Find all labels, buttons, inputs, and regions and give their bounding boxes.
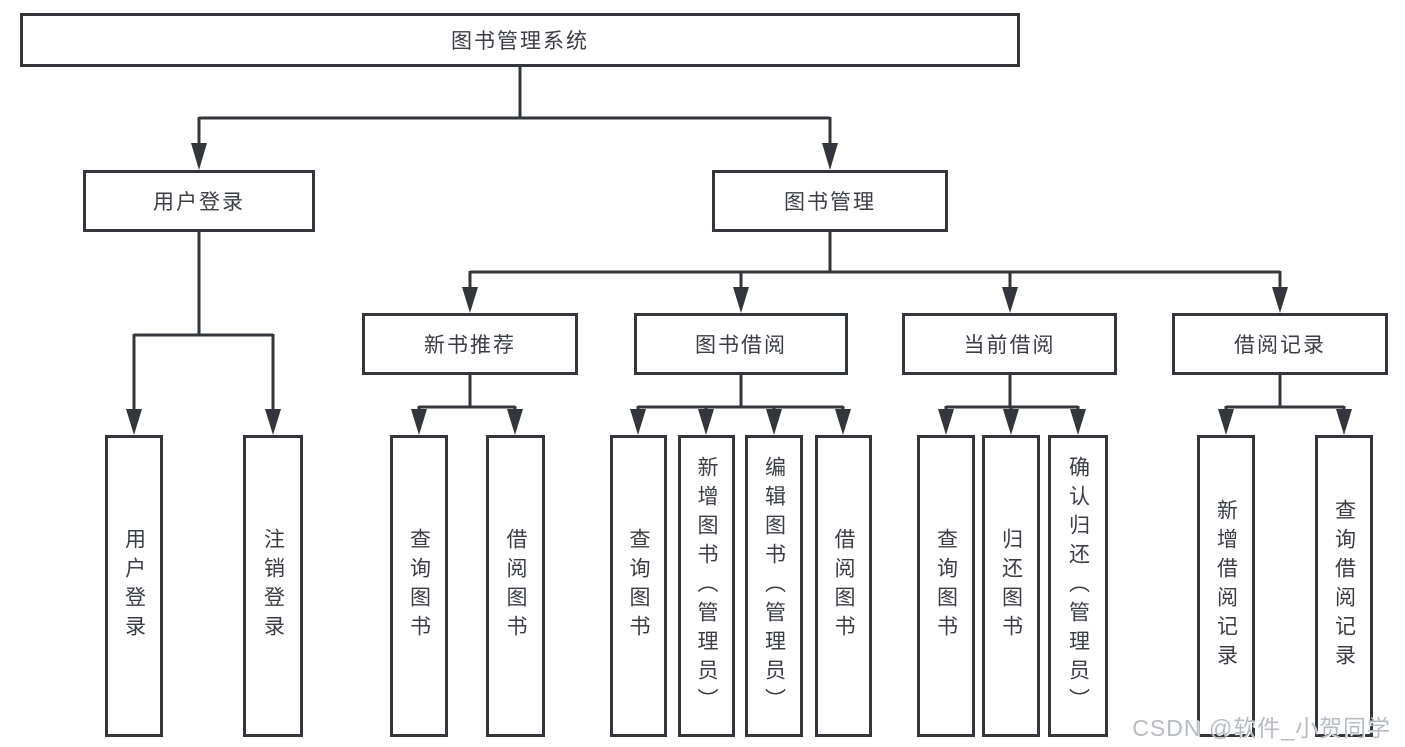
leaf-query-books-recommend: 查询图书	[390, 435, 448, 737]
node-borrow-records: 借阅记录	[1172, 313, 1388, 375]
node-current-borrow: 当前借阅	[902, 313, 1117, 375]
node-system-root: 图书管理系统	[20, 13, 1020, 67]
node-book-borrow: 图书借阅	[634, 313, 848, 375]
node-new-book-recommend: 新书推荐	[362, 313, 578, 375]
leaf-edit-books-admin: 编辑图书（管理员）	[745, 435, 803, 737]
node-book-management-module: 图书管理	[712, 170, 948, 232]
leaf-borrow-books-recommend: 借阅图书	[486, 435, 545, 737]
leaf-query-books-current: 查询图书	[917, 435, 975, 737]
leaf-borrow-books: 借阅图书	[815, 435, 872, 737]
leaf-user-login: 用户登录	[105, 435, 163, 737]
csdn-watermark: CSDN @软件_小贺同学	[1132, 715, 1391, 741]
leaf-add-borrow-record: 新增借阅记录	[1197, 435, 1255, 737]
arrowheads	[126, 143, 1352, 435]
leaf-query-borrow-record: 查询借阅记录	[1315, 435, 1373, 737]
leaf-return-books: 归还图书	[982, 435, 1040, 737]
node-user-login-module: 用户登录	[83, 170, 315, 232]
leaf-confirm-return-admin: 确认归还（管理员）	[1048, 435, 1108, 737]
leaf-query-books-borrow: 查询图书	[610, 435, 667, 737]
leaf-logout: 注销登录	[243, 435, 303, 737]
leaf-add-books-admin: 新增图书（管理员）	[678, 435, 735, 737]
